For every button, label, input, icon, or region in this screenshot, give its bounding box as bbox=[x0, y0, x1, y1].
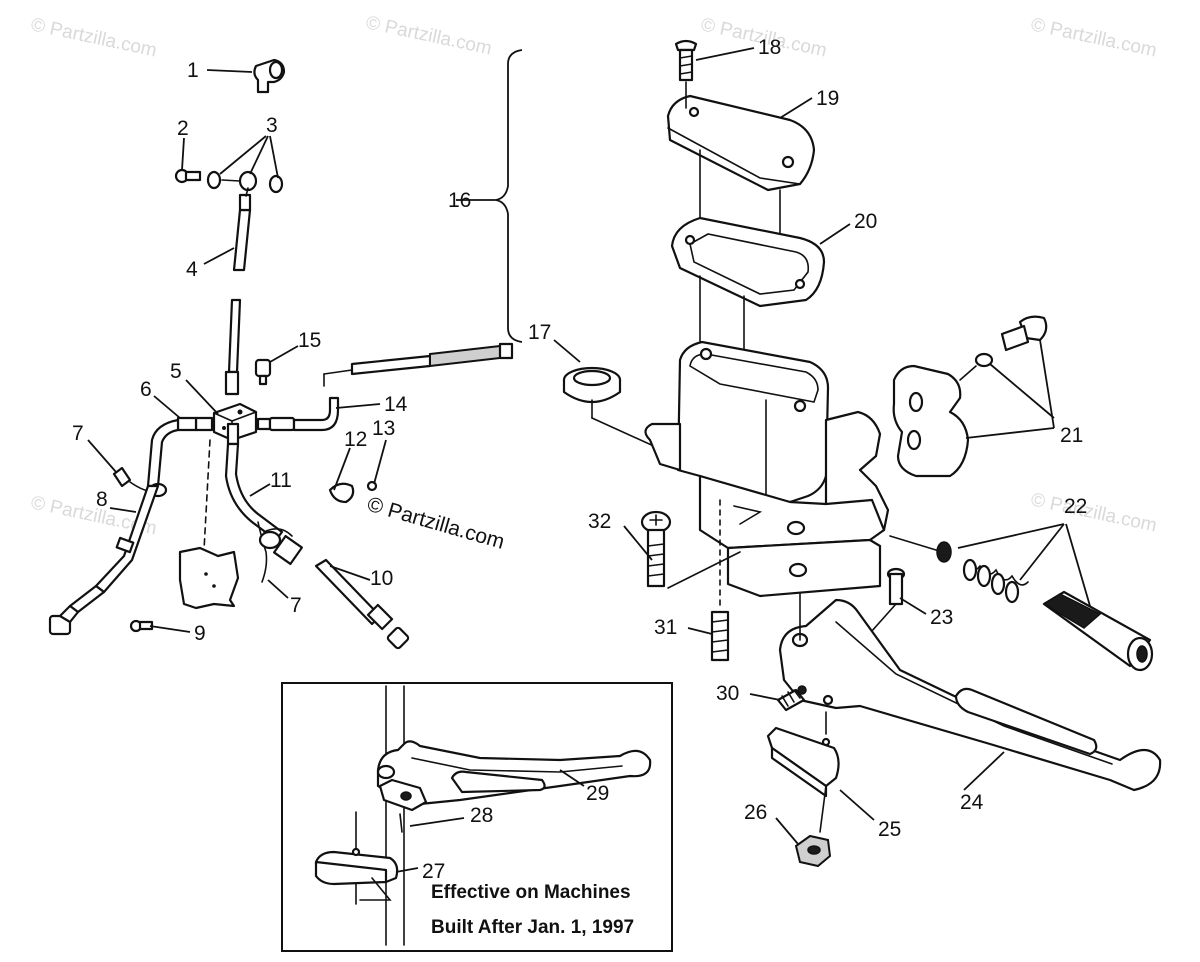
callout-11: 11 bbox=[270, 469, 292, 492]
inset-early-lever: Effective on Machines Built After Jan. 1… bbox=[281, 682, 673, 952]
callout-31: 31 bbox=[654, 616, 677, 639]
callout-9: 9 bbox=[194, 622, 206, 645]
callout-26: 26 bbox=[744, 801, 767, 824]
callout-8: 8 bbox=[96, 488, 108, 511]
callout-25: 25 bbox=[878, 818, 901, 841]
part-21-clamp bbox=[892, 315, 1048, 478]
part-9-bracket bbox=[129, 546, 240, 633]
copyright-text: © Partzilla.com bbox=[365, 493, 507, 554]
watermark: © Partzilla.com bbox=[29, 14, 159, 61]
part-3-washers bbox=[206, 170, 284, 194]
part-6-left-hose bbox=[146, 416, 214, 488]
part-2-bolt bbox=[174, 168, 202, 184]
part-14-brake-line bbox=[256, 342, 514, 432]
master-cylinder-assembly bbox=[562, 39, 1162, 868]
callout-32: 32 bbox=[588, 510, 611, 533]
callout-1: 1 bbox=[187, 59, 199, 82]
callout-21: 21 bbox=[1060, 424, 1083, 447]
callout-4: 4 bbox=[186, 258, 198, 281]
part-30-set-screw bbox=[776, 685, 807, 712]
part-27-stop bbox=[314, 811, 403, 905]
part-32-screw bbox=[640, 510, 741, 589]
part-25-stop bbox=[766, 711, 840, 833]
inset-note-line2: Built After Jan. 1, 1997 bbox=[431, 917, 634, 938]
callout-18: 18 bbox=[758, 36, 781, 59]
inset-note-line1: Effective on Machines bbox=[431, 882, 631, 903]
callout-10: 10 bbox=[370, 567, 393, 590]
part-16-bracket bbox=[495, 49, 523, 343]
part-7-clamp-right bbox=[257, 521, 293, 583]
watermark: © Partzilla.com bbox=[1029, 489, 1159, 536]
part-4-upper-hose bbox=[224, 187, 252, 396]
inset-frame bbox=[281, 682, 673, 952]
part-10-lower-right-hose bbox=[272, 534, 410, 650]
part-17-bushing bbox=[562, 366, 622, 403]
watermark: © Partzilla.com bbox=[1029, 14, 1159, 61]
callout-22: 22 bbox=[1064, 495, 1087, 518]
part-11-right-hose bbox=[224, 422, 284, 542]
part-29-lever bbox=[376, 740, 652, 806]
part-8-lower-left-hose bbox=[48, 484, 160, 636]
callout-24: 24 bbox=[960, 791, 984, 814]
callout-7-left: 7 bbox=[72, 422, 84, 445]
callout-2: 2 bbox=[177, 117, 189, 140]
callout-6: 6 bbox=[140, 378, 152, 401]
part-12-clip bbox=[328, 482, 355, 504]
part-24-lever bbox=[778, 598, 1162, 792]
callout-29: 29 bbox=[586, 782, 609, 805]
part-19-cover bbox=[666, 94, 816, 192]
watermarks: © Partzilla.com © Partzilla.com © Partzi… bbox=[29, 12, 1159, 539]
callout-14: 14 bbox=[384, 393, 408, 416]
part-1-banjo-cap bbox=[253, 58, 286, 94]
master-cylinder-body bbox=[644, 340, 890, 598]
callout-27: 27 bbox=[422, 860, 445, 883]
callout-13: 13 bbox=[372, 417, 395, 440]
part-15-switch bbox=[254, 358, 272, 386]
part-28-block bbox=[378, 778, 428, 812]
callout-16: 16 bbox=[448, 189, 471, 212]
callout-15: 15 bbox=[298, 329, 321, 352]
part-22-piston-kit bbox=[889, 535, 1154, 672]
callout-3: 3 bbox=[266, 114, 278, 137]
callout-numbers: 1 2 3 4 5 6 7 8 9 10 11 7 12 13 14 15 16… bbox=[72, 36, 1087, 883]
brake-line-assembly bbox=[48, 58, 514, 650]
part-18-screw bbox=[674, 39, 698, 82]
callout-20: 20 bbox=[854, 210, 877, 233]
callout-28: 28 bbox=[470, 804, 493, 827]
part-20-gasket bbox=[670, 216, 826, 308]
callout-17: 17 bbox=[528, 321, 551, 344]
callout-5: 5 bbox=[170, 360, 182, 383]
watermark: © Partzilla.com bbox=[364, 12, 494, 59]
callout-23: 23 bbox=[930, 606, 953, 629]
callout-12: 12 bbox=[344, 428, 367, 451]
callout-19: 19 bbox=[816, 87, 839, 110]
callout-7-right: 7 bbox=[290, 594, 302, 617]
callout-30: 30 bbox=[716, 682, 739, 705]
part-26-nut bbox=[794, 834, 832, 868]
leader-lines bbox=[87, 47, 1091, 873]
part-31-bolt bbox=[710, 499, 730, 662]
